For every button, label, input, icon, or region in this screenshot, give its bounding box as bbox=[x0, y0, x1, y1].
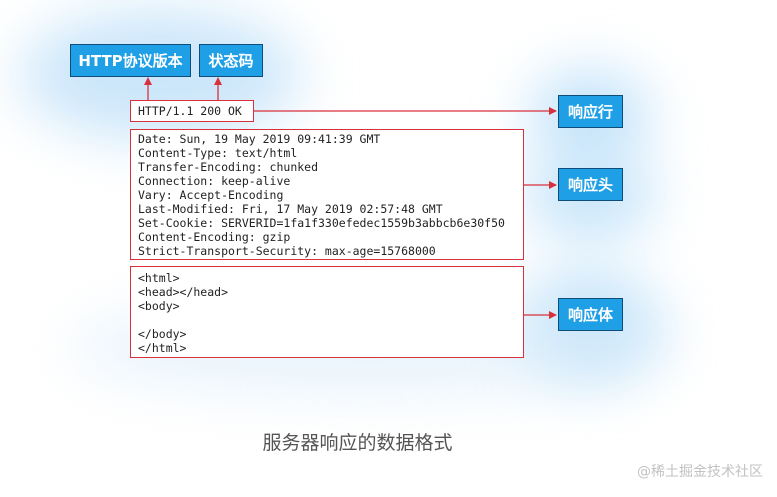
headers-box: Date: Sun, 19 May 2019 09:41:39 GMT Cont… bbox=[130, 129, 524, 260]
header-line: Vary: Accept-Encoding bbox=[138, 188, 284, 202]
body-line: </body> bbox=[138, 327, 187, 341]
http-version-label: HTTP协议版本 bbox=[70, 44, 191, 77]
header-line: Content-Encoding: gzip bbox=[138, 230, 291, 244]
response-headers-label: 响应头 bbox=[558, 168, 623, 201]
status-code-label: 状态码 bbox=[199, 44, 263, 77]
header-line: Connection: keep-alive bbox=[138, 174, 291, 188]
header-line: Date: Sun, 19 May 2019 09:41:39 GMT bbox=[138, 132, 381, 146]
body-line: <html> bbox=[138, 271, 180, 285]
status-line-box: HTTP/1.1 200 OK bbox=[130, 100, 254, 122]
header-line: Set-Cookie: SERVERID=1fa1f330efedec1559b… bbox=[138, 216, 505, 230]
response-line-label: 响应行 bbox=[558, 95, 623, 128]
body-line bbox=[138, 313, 523, 327]
response-body-label: 响应体 bbox=[558, 298, 623, 331]
body-line: </html> bbox=[138, 341, 187, 355]
body-line: <head></head> bbox=[138, 285, 229, 299]
body-box: <html> <head></head> <body> </body> </ht… bbox=[130, 266, 524, 358]
header-line: Strict-Transport-Security: max-age=15768… bbox=[138, 244, 436, 258]
figure-caption: 服务器响应的数据格式 bbox=[262, 432, 453, 454]
body-line: <body> bbox=[138, 299, 180, 313]
header-line: Content-Type: text/html bbox=[138, 146, 298, 160]
watermark: @稀土掘金技术社区 bbox=[637, 464, 763, 480]
header-line: Transfer-Encoding: chunked bbox=[138, 160, 319, 174]
status-line: HTTP/1.1 200 OK bbox=[138, 104, 242, 118]
header-line: Last-Modified: Fri, 17 May 2019 02:57:48… bbox=[138, 202, 443, 216]
